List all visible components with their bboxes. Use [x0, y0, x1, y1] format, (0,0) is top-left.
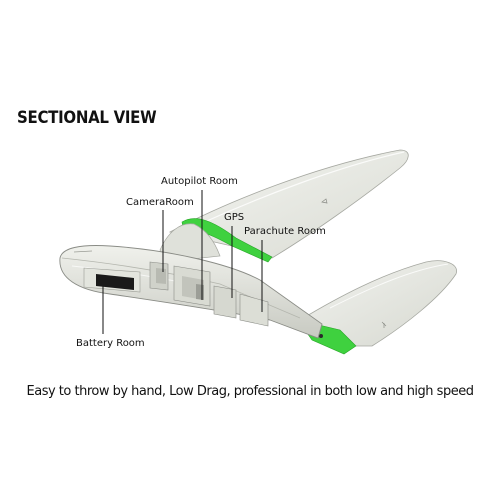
fuselage: [59, 245, 323, 339]
wing-center-section: [159, 223, 221, 263]
label-camera-room: CameraRoom: [126, 197, 194, 208]
label-battery-room: Battery Room: [76, 338, 145, 349]
label-gps: GPS: [224, 212, 245, 223]
label-parachute-room: Parachute Room: [244, 226, 326, 237]
tail-fin: [297, 260, 457, 355]
main-wing: [168, 149, 409, 259]
label-autopilot-room: Autopilot Room: [161, 176, 238, 187]
leader-lines: [102, 190, 263, 334]
caption-text: Easy to throw by hand, Low Drag, profess…: [26, 384, 474, 399]
diagram-title: SECTIONAL VIEW: [17, 107, 157, 128]
